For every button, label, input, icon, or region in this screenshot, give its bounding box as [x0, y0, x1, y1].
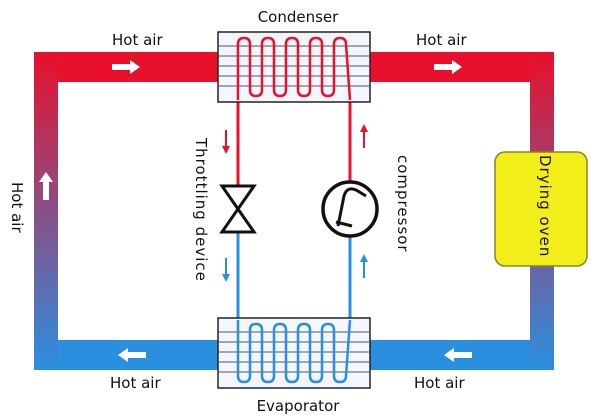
throttling-device-label: Throttling device [192, 137, 210, 282]
hot-air-left-side-label: Hot air [8, 182, 26, 233]
compressor-label: compressor [394, 155, 412, 253]
hot-air-top-left-label: Hot air [112, 31, 163, 49]
arrow-icon [39, 172, 53, 200]
hot-air-bottom-left-label: Hot air [110, 374, 161, 392]
arrow-icon [360, 124, 368, 148]
pipe-flow-arrows [222, 124, 368, 282]
arrow-icon [112, 60, 140, 74]
arrow-icon [222, 130, 230, 154]
air-duct-loop [34, 52, 554, 370]
duct-flow-arrows [39, 60, 472, 362]
arrow-icon [222, 258, 230, 282]
evaporator-coil [236, 319, 352, 384]
condenser-coil [236, 36, 352, 101]
bowtie-valve-icon [219, 184, 257, 234]
arrow-icon [444, 348, 472, 362]
evaporator-unit [217, 317, 371, 389]
drying-oven-label: Drying oven [536, 155, 554, 257]
left-air-duct [34, 52, 58, 370]
duct-inner-space [58, 82, 530, 340]
arrow-icon [360, 254, 368, 278]
arrow-icon [434, 60, 462, 74]
refrigerant-pipes [236, 100, 352, 320]
arrow-icon [118, 348, 146, 362]
circle-compressor-icon [321, 180, 379, 238]
condenser-label: Condenser [258, 8, 339, 26]
drying-oven-box [494, 151, 588, 267]
hot-air-top-right-label: Hot air [416, 31, 467, 49]
condenser-unit [217, 31, 371, 103]
evaporator-label: Evaporator [257, 397, 341, 415]
hot-air-bottom-right-label: Hot air [414, 374, 465, 392]
